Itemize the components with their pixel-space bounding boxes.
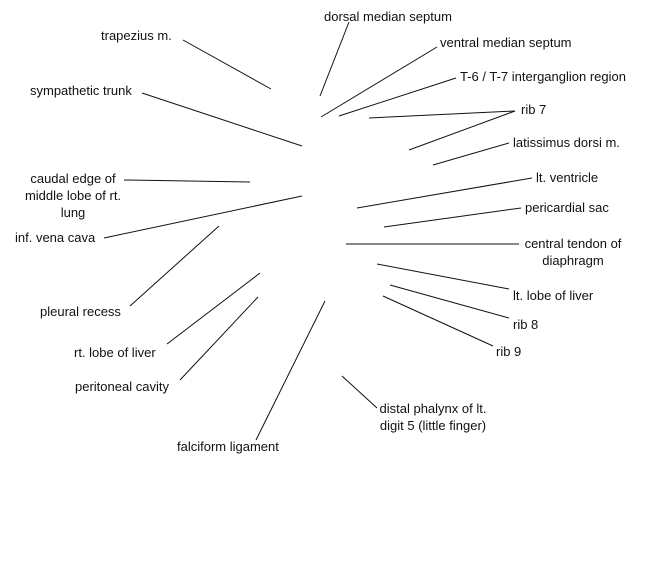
label-rib9: rib 9 [496, 344, 522, 359]
leader-line-t6-t7 [338, 77, 457, 117]
label-caudal-edge-middle-lobe: caudal edge of middle lobe of rt. lung [24, 171, 122, 220]
leader-line-peritoneal-cavity [179, 296, 259, 381]
label-lt-lobe-liver: lt. lobe of liver [513, 288, 594, 303]
leader-line-lt-ventricle [356, 177, 533, 209]
label-rt-lobe-liver: rt. lobe of liver [74, 345, 156, 360]
label-dorsal-median-septum: dorsal median septum [324, 9, 452, 24]
leader-line-dorsal-median-septum [319, 21, 350, 97]
label-latissimus-dorsi: latissimus dorsi m. [513, 135, 620, 150]
leader-line-rib7-b [408, 110, 516, 151]
label-falciform-ligament: falciform ligament [177, 439, 279, 454]
leader-line-pleural-recess [129, 225, 220, 307]
leader-line-inf-vena-cava [103, 195, 303, 239]
leader-line-trapezius [182, 39, 272, 90]
leader-line-ventral-median-septum [320, 46, 438, 118]
leader-line-falciform [255, 300, 326, 441]
label-pericardial-sac: pericardial sac [525, 200, 609, 215]
leader-line-rib7-a [368, 110, 516, 119]
leader-line-sympathetic-trunk [141, 92, 303, 147]
label-ventral-median-septum: ventral median septum [440, 35, 572, 50]
label-t6-t7-interganglion: T-6 / T-7 interganglion region [460, 69, 626, 84]
label-rib7: rib 7 [521, 102, 547, 117]
label-central-tendon: central tendon of diaphragm [524, 236, 622, 268]
leader-line-latissimus [432, 142, 510, 166]
leader-line-lt-lobe-liver [376, 263, 510, 290]
leader-line-caudal-edge [123, 179, 251, 183]
label-trapezius: trapezius m. [101, 28, 172, 43]
leader-line-pericardial-sac [383, 207, 522, 228]
label-sympathetic-trunk: sympathetic trunk [30, 83, 132, 98]
label-rib8: rib 8 [513, 317, 539, 332]
label-peritoneal-cavity: peritoneal cavity [75, 379, 169, 394]
leader-line-rt-lobe-liver [166, 272, 261, 345]
leader-line-rib9 [382, 295, 494, 347]
label-distal-phalynx: distal phalynx of lt. digit 5 (little fi… [379, 401, 487, 433]
label-lt-ventricle: lt. ventricle [536, 170, 599, 185]
label-pleural-recess: pleural recess [40, 304, 121, 319]
leader-line-distal-phalynx [341, 375, 378, 409]
leader-line-rib8 [389, 284, 510, 319]
label-inf-vena-cava: inf. vena cava [15, 230, 96, 245]
